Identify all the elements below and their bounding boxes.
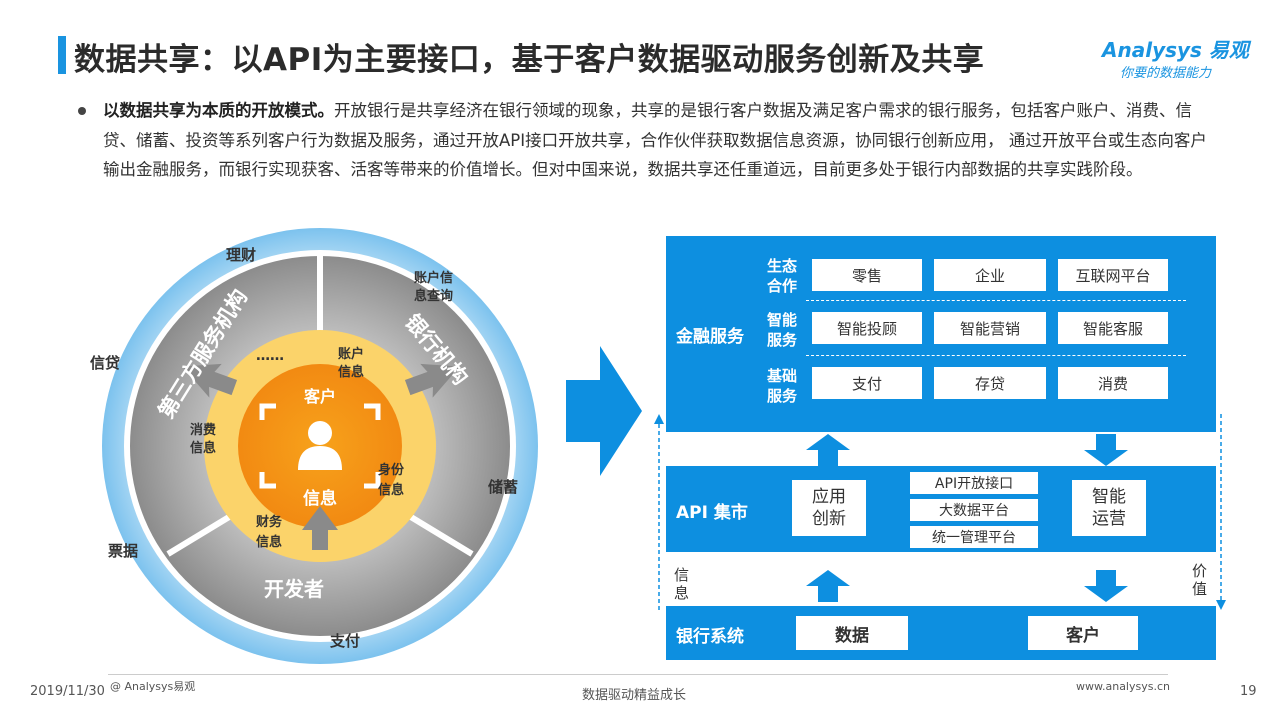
bullet-icon xyxy=(78,107,86,115)
arrow-from-third-party-icon xyxy=(182,363,238,398)
service-item: 零售 xyxy=(812,259,922,291)
center-label-top: 客户 xyxy=(304,387,336,406)
up-arrow-icon xyxy=(806,570,850,602)
inner-label: 信息 xyxy=(378,482,404,498)
service-item: 存贷 xyxy=(934,367,1046,399)
up-arrow-icon xyxy=(806,434,850,466)
inner-label: …… xyxy=(256,348,284,364)
footer-copyright: @ Analysys易观 xyxy=(110,680,196,693)
finance-services-label: 金融服务 xyxy=(676,327,744,347)
app-innovation-box: 应用创新 xyxy=(792,480,866,536)
customer-data-circle-diagram: 理财 账户信 息查询 信贷 储蓄 票据 支付 第三方服务机构 银行机构 开发者 … xyxy=(90,228,538,664)
info-flow-label: 信息 xyxy=(674,566,690,602)
api-platform-item: 统一管理平台 xyxy=(910,526,1038,548)
ring-divider xyxy=(404,511,474,557)
api-market-label: API 集市 xyxy=(676,503,748,523)
service-item: 企业 xyxy=(934,259,1046,291)
outer-label: 储蓄 xyxy=(488,478,518,496)
intro-paragraph: 以数据共享为本质的开放模式。开放银行是共享经济在银行领域的现象，共享的是银行客户… xyxy=(103,96,1213,185)
footer-date: 2019/11/30 xyxy=(30,684,105,699)
inner-label: 信息 xyxy=(338,364,364,380)
center-label-bottom: 信息 xyxy=(303,488,337,509)
inner-label: 账户 xyxy=(338,346,364,362)
value-flow-arrow-icon xyxy=(1216,414,1226,610)
down-arrow-icon xyxy=(1084,570,1128,602)
page-number: 19 xyxy=(1240,684,1257,699)
inner-label: 消费 xyxy=(190,422,216,438)
footer-url: www.analysys.cn xyxy=(1076,680,1170,693)
outer-label: 账户信 xyxy=(414,270,453,286)
service-item: 支付 xyxy=(812,367,922,399)
arrow-from-bank-icon xyxy=(404,363,460,398)
row-label-ecosystem: 生态合作 xyxy=(766,257,797,295)
arrow-from-developer-icon xyxy=(302,506,338,550)
brand-slogan: 你要的数据能力 xyxy=(1120,66,1212,81)
inner-label: 信息 xyxy=(190,440,216,456)
outer-label: 支付 xyxy=(329,632,360,650)
api-platform-item: API开放接口 xyxy=(910,472,1038,494)
bank-system-label: 银行系统 xyxy=(676,627,744,647)
service-item: 互联网平台 xyxy=(1058,259,1168,291)
service-item: 智能投顾 xyxy=(812,312,922,344)
person-head-icon xyxy=(308,421,332,445)
page-title: 数据共享：以API为主要接口，基于客户数据驱动服务创新及共享 xyxy=(74,42,985,78)
outer-label: 票据 xyxy=(108,542,138,560)
outer-label: 理财 xyxy=(226,246,256,264)
outer-label: 信贷 xyxy=(90,354,120,372)
row-label-intelligent: 智能服务 xyxy=(766,311,797,349)
title-accent-bar xyxy=(58,36,66,74)
customer-id-icon xyxy=(259,403,381,489)
ring-label-developer: 开发者 xyxy=(264,577,324,601)
footer-divider xyxy=(108,674,1168,675)
row-label-basic: 基础服务 xyxy=(766,367,797,405)
service-item: 智能客服 xyxy=(1058,312,1168,344)
data-box: 数据 xyxy=(796,616,908,650)
service-item: 智能营销 xyxy=(934,312,1046,344)
row-divider xyxy=(806,355,1186,356)
row-divider xyxy=(806,300,1186,301)
customer-box: 客户 xyxy=(1028,616,1138,650)
inner-label: 身份 xyxy=(378,462,405,478)
inner-label: 信息 xyxy=(256,534,282,550)
inner-label: 财务 xyxy=(256,514,283,530)
outer-label: 息查询 xyxy=(414,288,453,304)
down-arrow-icon xyxy=(1084,434,1128,466)
api-platform-item: 大数据平台 xyxy=(910,499,1038,521)
ring-divider xyxy=(166,511,236,557)
footer-tagline: 数据驱动精益成长 xyxy=(582,688,687,703)
big-right-arrow-icon xyxy=(566,346,642,476)
value-flow-label: 价值 xyxy=(1192,562,1208,598)
person-body-icon xyxy=(298,446,342,470)
intro-text: 开放银行是共享经济在银行领域的现象，共享的是银行客户数据及满足客户需求的银行服务… xyxy=(103,101,1207,179)
intro-bold: 以数据共享为本质的开放模式。 xyxy=(103,101,334,120)
service-item: 消费 xyxy=(1058,367,1168,399)
info-flow-arrow-icon xyxy=(654,414,664,610)
smart-operation-box: 智能运营 xyxy=(1072,480,1146,536)
brand-logo: Analysys 易观 xyxy=(1102,38,1249,62)
